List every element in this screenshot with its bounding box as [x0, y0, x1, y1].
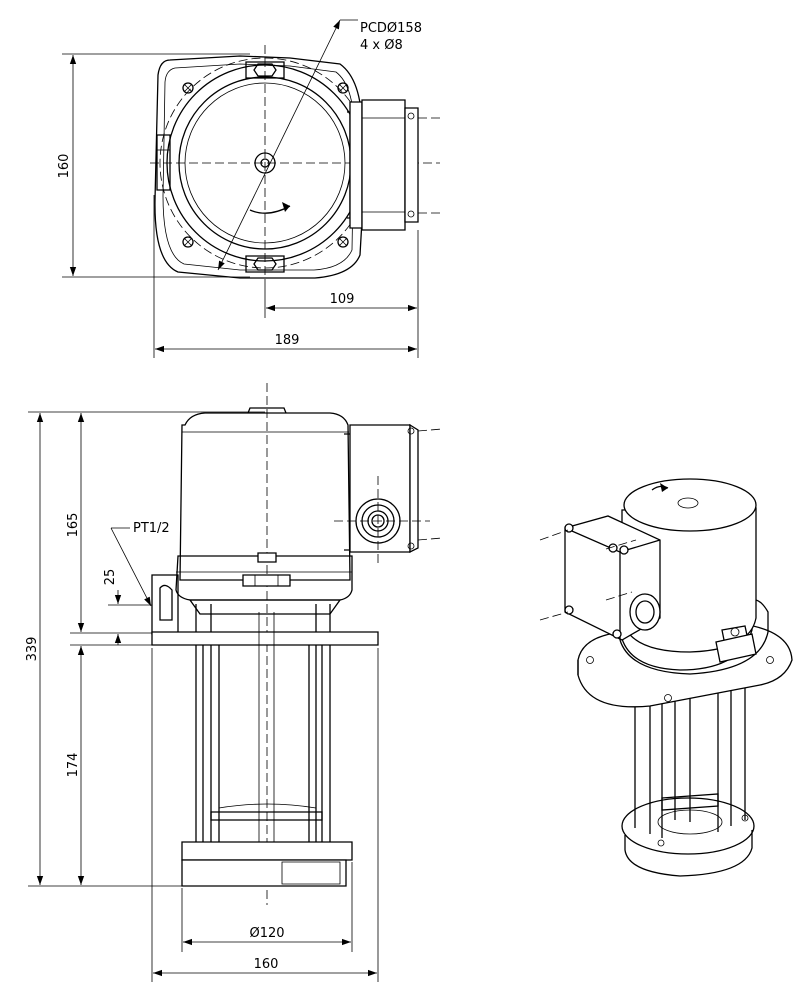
dim-top-height: 160 [57, 154, 72, 179]
dim-top-offset: 109 [330, 292, 355, 307]
dim-column-height: 174 [66, 753, 81, 778]
side-view [28, 383, 443, 982]
isometric-view [539, 478, 793, 877]
dim-flange-width: 160 [254, 957, 279, 972]
port-label: PT1/2 [133, 521, 170, 536]
dim-total-height: 339 [25, 637, 40, 662]
dim-port-offset: 25 [103, 569, 118, 586]
dim-top-width: 189 [275, 333, 300, 348]
pcd-label: PCDØ158 [360, 21, 422, 36]
dim-head-height: 165 [66, 513, 81, 538]
top-view [62, 19, 440, 358]
dim-base-diameter: Ø120 [249, 926, 284, 941]
holes-label: 4 x Ø8 [360, 38, 403, 53]
